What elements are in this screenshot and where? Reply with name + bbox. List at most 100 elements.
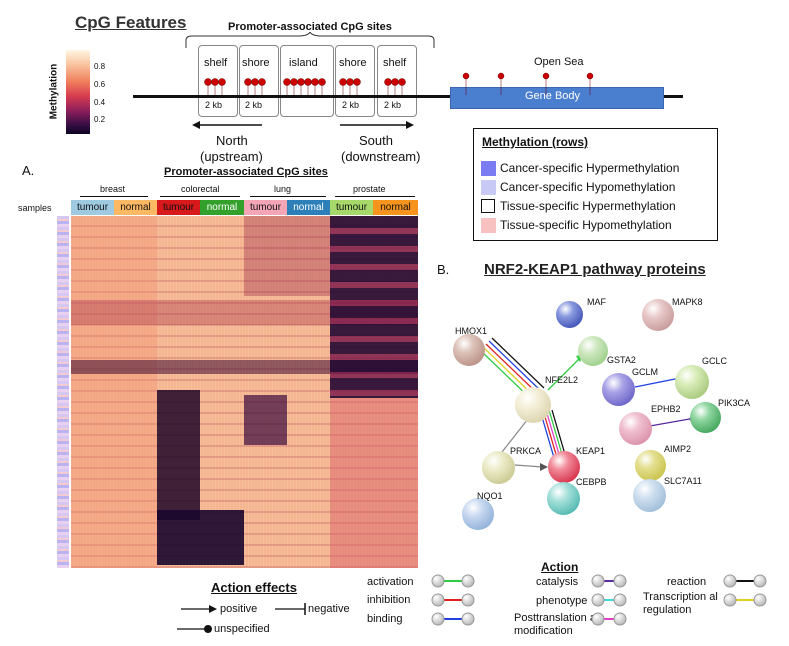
north-sublabel: (upstream) [200,149,263,164]
row-annotation-strip [57,216,69,568]
tissue-label: lung [274,184,292,194]
heatmap-block [157,390,200,520]
south-label: South [359,133,393,148]
node-label: EPHB2 [651,404,681,414]
panel-b-label: B. [437,262,450,277]
node-label: NFE2L2 [545,375,579,385]
group-tab: tumour [157,200,200,215]
node-nqo1[interactable] [462,498,494,530]
legend-item-label: Cancer-specific Hypomethylation [500,180,676,194]
group-tab: normal [114,200,157,215]
region-label: shelf [204,57,228,69]
north-label: North [216,133,248,148]
group-tab: normal [373,200,418,215]
action-label-wrap: Posttranslation al modification [514,612,599,637]
node-mapk8[interactable] [642,299,674,331]
cpg-title: CpG Features [75,13,187,32]
group-tab: normal [200,200,244,215]
node-label: AIMP2 [664,444,692,454]
action-title: Action [541,560,579,574]
colorbar-label: Methylation [48,63,60,120]
node-gclm[interactable] [602,373,635,406]
methylation-legend [473,128,718,241]
group-tab: tumour [330,200,373,215]
region-label: shore [339,57,367,69]
node-aimp2[interactable] [635,450,666,481]
action-label: binding [367,613,403,625]
samples-label: samples [18,203,52,213]
kb-label: 2 kb [205,100,223,110]
legend-swatch-cancer-hyper [481,161,496,176]
action-effects-title: Action effects [211,580,297,595]
heatmap-block [244,395,287,445]
action-effects-glyphs [177,603,306,633]
south-sublabel: (downstream) [341,149,421,164]
heatmap-title: Promoter-associated CpG sites [164,166,328,178]
heatmap-block [330,398,418,568]
node-maf[interactable] [556,301,583,328]
node-label: GCLC [702,356,728,366]
node-label: GSTA2 [607,355,636,365]
tissue-rule [160,196,240,197]
tissue-label: prostate [353,184,386,194]
open-sea-label: Open Sea [534,56,584,68]
heatmap-block [330,216,418,398]
legend-item-label: Tissue-specific Hypomethylation [500,218,672,232]
gene-body [450,87,664,109]
methylation-colorbar [66,50,90,134]
node-prkca[interactable] [482,451,515,484]
methylation-legend-title: Methylation (rows) [482,135,589,149]
panel-a-label: A. [22,163,35,178]
node-nfe2l2[interactable] [515,387,551,423]
cpg-sites [204,72,594,95]
legend-item-label: Tissue-specific Hypermethylation [500,199,676,213]
node-label: PIK3CA [718,398,751,408]
node-ephb2[interactable] [619,412,652,445]
node-cebpb[interactable] [547,482,580,515]
node-slc7a11[interactable] [633,479,666,512]
tissue-label: breast [100,184,126,194]
gene-body-label: Gene Body [525,90,581,102]
node-label: HMOX1 [455,326,488,336]
node-label: PRKCA [510,446,542,456]
legend-item-label: Cancer-specific Hypermethylation [500,161,680,175]
node-keap1[interactable] [548,451,580,483]
node-label: KEAP1 [576,446,606,456]
genome-line-over [196,95,418,98]
legend-swatch-tissue-hypo [481,218,496,233]
action-label: reaction [667,576,707,588]
tissue-rule [250,196,326,197]
kb-label: 2 kb [245,100,263,110]
group-tab: normal [287,200,330,215]
action-label: catalysis [536,576,579,588]
legend-swatch-tissue-hyper [481,199,495,213]
heatmap-block [71,216,157,568]
node-label: MAPK8 [672,297,703,307]
node-hmox1[interactable] [453,334,485,366]
effect-unspecified-label: unspecified [214,623,270,635]
node-pik3ca[interactable] [690,402,721,433]
node-label: CEBPB [576,477,607,487]
effect-negative-label: negative [308,603,350,615]
promoter-label: Promoter-associated CpG sites [228,21,392,33]
colorbar-tick: 0.4 [94,98,106,107]
action-label: activation [367,576,414,588]
colorbar-tick: 0.8 [94,62,106,71]
colorbar-tick: 0.2 [94,115,106,124]
action-glyphs [431,574,767,626]
tissue-label: colorectal [181,184,220,194]
action-label-wrap: Transcription al regulation [643,591,718,616]
node-label: SLC7A11 [664,476,702,486]
kb-label: 2 kb [384,100,402,110]
region-label: island [289,57,318,69]
node-label: NQO1 [477,491,503,501]
group-tab: tumour [244,200,287,215]
node-label: MAF [587,297,606,307]
group-tab: tumour [71,200,114,215]
legend-swatch-cancer-hypo [481,180,496,195]
heatmap-block [157,510,244,565]
node-gsta2[interactable] [578,336,608,366]
node-gclc[interactable] [675,365,709,399]
promoter-bracket [185,32,435,48]
tissue-rule [80,196,148,197]
